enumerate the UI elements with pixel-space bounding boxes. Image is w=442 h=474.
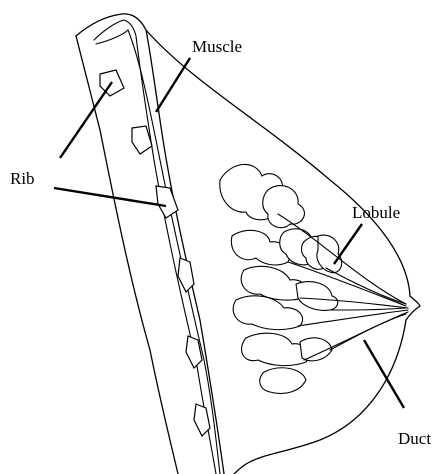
ribs bbox=[100, 70, 210, 436]
muscle-leader bbox=[156, 58, 190, 112]
rib-leader-1 bbox=[60, 82, 112, 158]
rib-4 bbox=[178, 258, 194, 292]
duct-label: Duct bbox=[398, 429, 431, 448]
lobule-label: Lobule bbox=[352, 203, 400, 222]
duct-leader bbox=[364, 340, 404, 408]
chest-wall bbox=[76, 14, 224, 474]
lobules bbox=[220, 164, 342, 393]
rib-label: Rib bbox=[10, 169, 35, 188]
rib-6 bbox=[194, 404, 210, 436]
muscle-label: Muscle bbox=[192, 37, 242, 56]
leader-lines bbox=[54, 58, 404, 408]
rib-leader-2 bbox=[54, 188, 166, 206]
rib-3 bbox=[156, 186, 178, 218]
